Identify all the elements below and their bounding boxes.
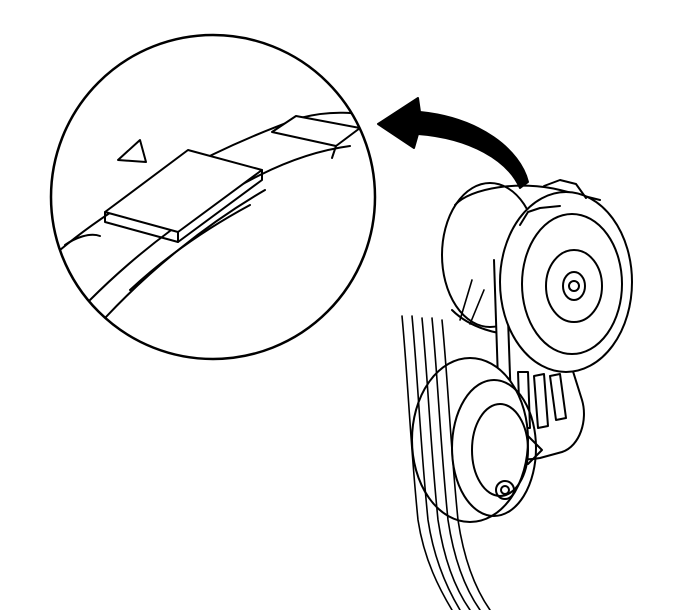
tensioner-pulley — [500, 180, 632, 372]
index-mark-triangle — [118, 140, 146, 162]
alignment-arrow-icon — [378, 98, 528, 188]
drive-belt — [402, 280, 490, 610]
idler-pulley — [412, 358, 536, 522]
detail-magnifier-circle — [51, 35, 375, 359]
